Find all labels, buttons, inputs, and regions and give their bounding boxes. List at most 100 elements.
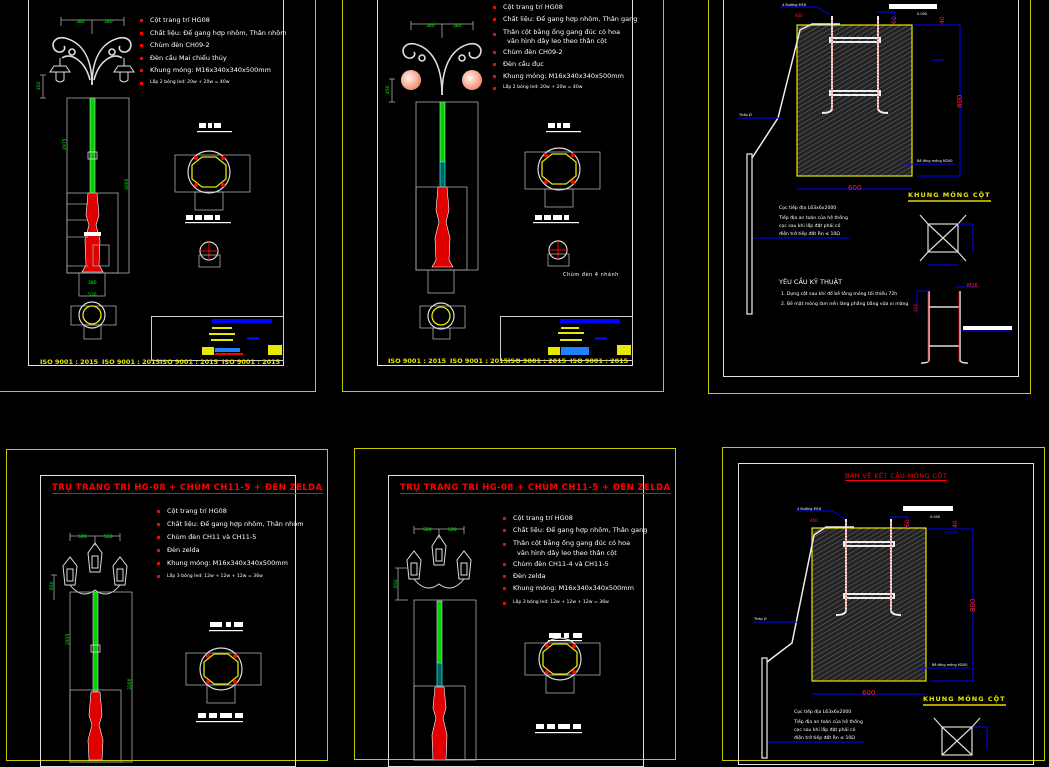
dim-h: 100 [913,303,919,312]
dim-text: 380 [104,19,113,25]
iso-label: ISO 9001 : 2015 [450,357,509,365]
anchor-frame-plan [919,214,967,262]
dim-width: 600 [862,689,875,697]
spec-item: Chùm đèn CH09-2 [493,46,637,58]
lantern-right-1 [113,58,135,83]
dim-text: 520 [423,527,432,533]
dim-text: 2975 [62,138,68,150]
level-label: 0.000 [930,515,940,519]
requirements-list: 1. Dựng cột sau khi đổ bê tông móng tối … [781,290,908,310]
drawing-sheet-3[interactable] [708,0,1031,394]
zelda-lanterns-5 [406,534,472,589]
chandelier-arms-2 [402,42,482,96]
dim-top: 60 [891,16,898,24]
zelda-lanterns-4 [62,542,128,595]
dim-text: 3000 [124,178,130,190]
lantern-left-1 [49,58,71,83]
chandelier-arms-1 [52,36,132,86]
flange-plan-4 [185,647,262,704]
lamp-note: Lắp 3 bóng led: 12w + 12w + 12w = 36w [157,570,304,583]
lamp-note: Lắp 2 bóng led: 20w + 20w = 40w [140,77,287,90]
dim-text: 530 [88,292,97,298]
spec-item: Khung móng: M16x340x340x500mm [493,70,637,82]
dim-text: 3200 [127,678,133,690]
spec-item: Chất liệu: Đế gang hợp nhôm, Thân nhôm [140,27,287,40]
label-box [889,4,937,9]
spec-item: Chất liệu: Đế gang hợp nhôm, Thân gang [503,524,647,536]
note-line: Cọc tiếp địa L63x6x2000 [779,206,837,211]
drawing-frame-1 [28,0,284,366]
concrete-label: Bê tông móng M200 [932,663,968,667]
spec-item: Khung móng: M16x340x340x500mm [157,557,304,570]
dim-side: 40 [952,520,959,528]
dim-text: 450 [385,85,391,94]
sheet-title-4: TRỤ TRANG TRÍ HG-08 + CHÙM CH11-5 + ĐÈN … [52,483,323,494]
chandelier-caption: Chùm đèn 4 nhánh [563,272,619,278]
dim-text: 2935 [65,633,71,645]
earth-rod [746,153,753,315]
spec-item: Chùm đèn CH11 và CH11-5 [157,531,304,544]
spec-item: Đèn cầu đục [493,58,637,70]
dim-depth: 800 [956,95,964,108]
dim-red: 460 [795,13,803,18]
concrete-block [796,24,913,177]
dim-text: 380 [76,19,85,25]
spec-item: Chùm đèn CH09-2 [140,39,287,52]
anchor-frame-elevation [920,291,969,364]
spec-list-1: Cột trang trí HG08 Chất liệu: Đế gang hợ… [140,14,287,89]
spec-list-4: Cột trang trí HG08 Chất liệu: Đế gang hợ… [157,505,304,583]
lamp-note: Lắp 2 bóng led: 20w + 20w = 40w [493,82,637,94]
earth-wire [751,23,840,159]
section-label-1 [197,123,232,133]
level-label: 0.000 [917,12,927,16]
dim-side: 40 [939,16,946,24]
steel-label: Thép Ø [738,112,752,117]
bolt-label: 4 Bulông M16 [782,3,806,7]
sheet-title-6: BẢN VẼ KẾT CẤU MÓNG CỘT [845,472,948,481]
bolt-size: M16 [967,283,978,289]
spec-item: văn hình dây leo theo thân cột [507,37,607,45]
lamp-post-drawing-4: 520 520 650 2935 3200 [49,533,262,763]
note-line: điện trở tiếp đất Rn ≤ 10Ω [794,736,855,741]
concrete-block [811,527,927,682]
section-title-frame-2: KHUNG MÓNG CỘT [923,695,1006,706]
title-block-2 [500,316,633,361]
dim-text: 380 [88,280,97,286]
dim-text: 380 [426,23,435,29]
iso-label: ISO 9001 : 2015 [160,358,219,366]
dimension-labels-1: 380 380 450 2975 3000 380 530 [36,19,130,298]
earth-note: Cọc tiếp địa L63x6x2000 Tiếp địa an toàn… [779,205,848,239]
iso-label: ISO 9001 : 2015 [102,358,161,366]
dim-width: 600 [848,184,861,192]
title-block-1 [151,316,284,361]
bolt-label: 4 Bulông M16 [797,507,821,511]
spec-item: Cột trang trí HG08 [157,505,304,518]
flange-bottom-1 [70,301,117,340]
iso-label: ISO 9001 : 2015 [508,357,567,365]
spec-item: Khung móng: M16x340x340x500mm [140,64,287,77]
steel-label: Thép Ø [753,616,767,621]
foundation-drawing-2: 800 600 60 40 460 4 Bulông M16 Thép Ø Bê… [753,506,988,759]
spec-item: văn hình dây leo theo thân cột [517,549,617,557]
dimension-arms-1 [60,17,125,34]
dim-red: 460 [810,518,818,523]
spec-list-2: Cột trang trí HG08 Chất liệu: Đế gang hợ… [493,1,637,94]
spec-item: Thân cột bằng ống gang đúc có hoa [493,28,637,37]
dim-text: 520 [78,534,87,540]
dim-text: 520 [104,534,113,540]
requirement-item: 1. Dựng cột sau khi đổ bê tông móng tối … [781,292,898,297]
spec-item: Thân cột bằng ống gang đúc có hoa [503,538,647,548]
note-line: Cọc tiếp địa L63x6x2000 [794,710,852,715]
dim-text: 450 [36,81,42,90]
lamp-note: Lắp 3 bóng led: 12w + 12w + 12w = 36w [503,597,647,609]
note-line: Tiếp địa an toàn của hệ thống [779,216,848,221]
lamp-post-drawing-2: 380 380 450 [385,21,601,340]
drawing-sheet-2[interactable] [342,0,664,392]
drawing-frame-2 [377,0,633,366]
pole-base-2 [431,186,454,268]
spec-item: Đèn zelda [503,570,647,582]
dim-text: 520 [448,527,457,533]
drawing-sheet-1[interactable] [0,0,316,392]
earth-note-2: Cọc tiếp địa L63x6x2000 Tiếp địa an toàn… [794,709,863,743]
spec-item: Chất liệu: Đế gang hợp nhôm, Thân nhôm [157,518,304,531]
